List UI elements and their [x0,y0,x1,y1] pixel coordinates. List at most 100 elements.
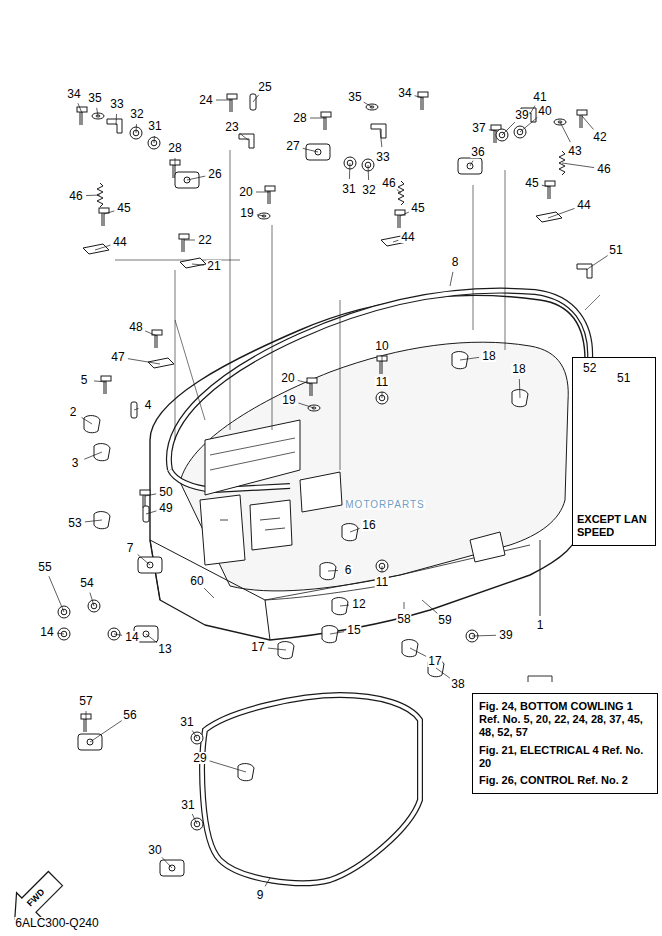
leader-line [404,602,405,609]
part-bolt [321,112,331,130]
leader-line [90,721,122,742]
callout-number: 46 [596,163,611,175]
callout-number: 40 [537,105,552,117]
note-text: Fig. 24, BOTTOM COWLING 1 Ref. No. 5, 20… [479,700,651,740]
leader-line [382,356,383,362]
callout-number: 30 [147,844,162,856]
callout-number: 35 [347,91,362,103]
callout-number: 31 [147,120,162,132]
callout-number: 48 [128,321,143,333]
callout-number: 10 [374,340,389,352]
callout-number: 28 [167,142,182,154]
leader-line [154,136,155,143]
callout-number: 39 [498,629,513,641]
leader-line [57,633,64,635]
leader-line [78,103,82,113]
note-text: Fig. 26, CONTROL Ref. No. 2 [479,774,651,787]
leader-line [97,108,98,116]
callout-number: 13 [157,643,172,655]
diagram-note: 6ALC300-Q240 [14,917,99,929]
leader-line [542,185,550,187]
leader-line [145,331,157,336]
callout-number: 46 [381,177,396,189]
leader-line [95,245,110,250]
leader-line [303,148,318,152]
leader-line [340,605,349,607]
leader-line [472,635,496,637]
diagram-note: MOTORPARTS [344,500,425,510]
leader-line [422,600,437,613]
callout-number: 31 [179,716,194,728]
leader-line [400,212,409,216]
callout-number: 58 [396,613,411,625]
callout-number: 39 [514,109,529,121]
leader-line [310,118,326,119]
part-bracket [577,264,592,278]
callout-number: 29 [192,752,207,764]
callout-number: 44 [400,231,415,243]
leader-line [328,570,338,572]
leader-line [145,494,156,496]
leader-line [489,130,496,131]
diagram-note: FWD [25,887,47,909]
leader-line [350,528,360,532]
callout-number: 44 [112,236,127,248]
callout-number: 17 [427,655,442,667]
callout-number: 11 [375,576,389,588]
callout-number: 4 [144,399,153,411]
callout-number: 25 [257,81,272,93]
part-bolt [152,330,162,348]
callout-number: 32 [129,108,144,120]
callout-number: 47 [110,351,125,363]
leader-line [586,256,608,270]
part-block [458,158,482,174]
callout-number: 31 [341,183,356,195]
part-blob [332,598,348,615]
leader-line [184,240,195,241]
callout-number: 59 [437,614,452,626]
part-bolt [179,234,189,252]
callout-number: 43 [567,145,582,157]
leader-line [146,511,156,514]
callout-number: 24 [198,94,213,106]
leader-line [530,106,535,114]
outline [150,295,585,640]
callout-number: 34 [66,88,81,100]
outline [180,342,568,591]
leader-line [460,357,479,360]
part-blob [84,416,100,433]
leader-line [162,857,172,868]
callout-number: 45 [524,177,539,189]
leader-line [502,122,515,135]
callout-number: 6 [344,564,353,576]
leader-line [86,711,87,720]
leader-line [114,634,122,635]
callout-number: 56 [122,709,137,721]
leader-line [298,380,312,384]
leader-line [548,208,575,218]
callout-number: 20 [280,372,295,384]
part-bolt [101,376,111,394]
leader-line [81,417,92,424]
callout-number: 9 [256,889,265,901]
leader-line [204,588,214,598]
leader-line [268,648,286,650]
leader-line [192,814,197,824]
leader-line [138,554,150,565]
leader-line [253,95,259,102]
leader-line [84,452,102,459]
callout-number: 20 [238,186,253,198]
leader-line [85,520,102,522]
outline [300,472,342,512]
part-bracket [107,119,122,133]
callout-number: 26 [207,168,222,180]
part-bolt [377,356,387,374]
leader-line [562,163,594,168]
callout-number: 51 [617,372,630,384]
outline [200,495,245,565]
leader-line [187,176,205,180]
callout-number: 60 [189,575,204,587]
callout-number: 42 [592,131,607,143]
